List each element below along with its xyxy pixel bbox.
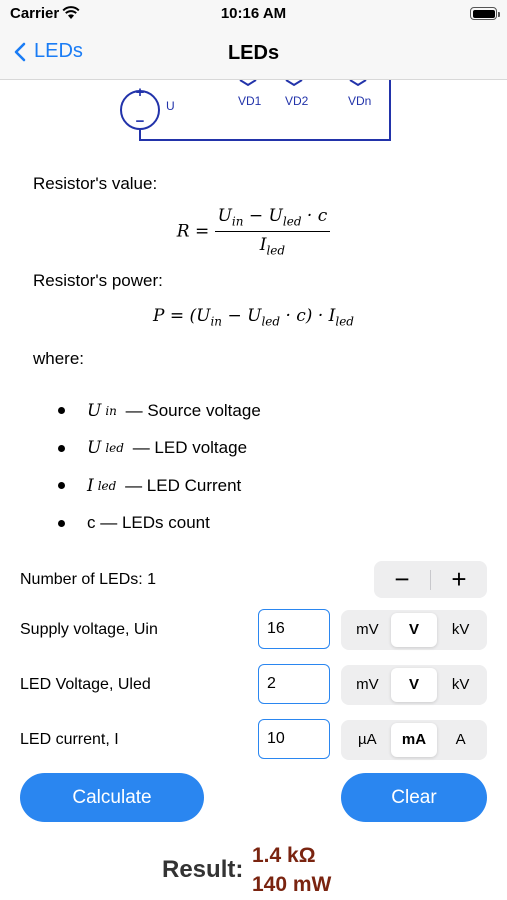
- clock: 10:16 AM: [220, 5, 287, 22]
- calculate-button[interactable]: Calculate: [20, 773, 204, 822]
- unit-option-mv[interactable]: mV: [356, 676, 379, 693]
- resistor-value-heading: Resistor's value:: [33, 174, 158, 193]
- unit-option-kv[interactable]: kV: [451, 621, 470, 638]
- clear-button[interactable]: Clear: [341, 773, 487, 822]
- led-voltage-label: LED Voltage, Uled: [20, 676, 151, 693]
- status-bar: Carrier 10:16 AM: [0, 0, 507, 28]
- led-current-unit-selector: µA mA A: [341, 720, 487, 760]
- battery-icon: [470, 7, 500, 20]
- circuit-schematic: + − U VD1 VD2 VDn: [120, 80, 391, 141]
- increment-button[interactable]: +: [451, 564, 467, 594]
- supply-voltage-unit-selector: mV V kV: [341, 610, 487, 650]
- wifi-icon: [62, 6, 80, 25]
- diode-label: VDn: [348, 94, 371, 108]
- back-button[interactable]: LEDs: [14, 40, 83, 63]
- diode-label: VD2: [285, 94, 309, 108]
- unit-option-mv[interactable]: mV: [356, 621, 379, 638]
- led-current-input[interactable]: 10: [258, 719, 330, 759]
- result-power: 140 mW: [252, 873, 332, 896]
- unit-option-ua[interactable]: µA: [358, 731, 377, 748]
- power-formula: P = (Uin − Uled · c) · Iled: [153, 306, 354, 329]
- back-label: LEDs: [34, 40, 83, 62]
- chevron-left-icon: [14, 42, 26, 61]
- carrier-label: Carrier: [10, 5, 60, 22]
- supply-voltage-input[interactable]: 16: [258, 609, 330, 649]
- unit-option-kv[interactable]: kV: [451, 676, 470, 693]
- unit-option-ma[interactable]: mA: [390, 723, 438, 757]
- unit-option-v[interactable]: V: [390, 613, 438, 647]
- unit-option-a[interactable]: A: [455, 731, 466, 748]
- svg-text:−: −: [136, 113, 145, 130]
- decrement-button[interactable]: −: [394, 564, 410, 594]
- where-label: where:: [33, 349, 85, 368]
- supply-voltage-label: Supply voltage, Uin: [20, 621, 158, 638]
- svg-text:+: +: [136, 84, 145, 101]
- led-voltage-unit-selector: mV V kV: [341, 665, 487, 705]
- leds-count-stepper: − +: [374, 561, 487, 598]
- led-current-label: LED current, I: [20, 731, 119, 748]
- list-item: c — LEDs count: [58, 505, 261, 543]
- diode-label: VD1: [238, 94, 262, 108]
- unit-option-v[interactable]: V: [390, 668, 438, 702]
- result-label: Result:: [162, 856, 244, 883]
- leds-count-label: Number of LEDs: 1: [20, 571, 157, 588]
- result-resistance: 1.4 kΩ: [252, 844, 316, 867]
- resistor-power-heading: Resistor's power:: [33, 271, 163, 290]
- resistance-formula: R = Uin − Uled · c Iled: [0, 206, 507, 258]
- source-label: U: [166, 99, 175, 113]
- navigation-bar: LEDs LEDs: [0, 28, 507, 80]
- led-voltage-input[interactable]: 2: [258, 664, 330, 704]
- page-title: LEDs: [227, 42, 280, 64]
